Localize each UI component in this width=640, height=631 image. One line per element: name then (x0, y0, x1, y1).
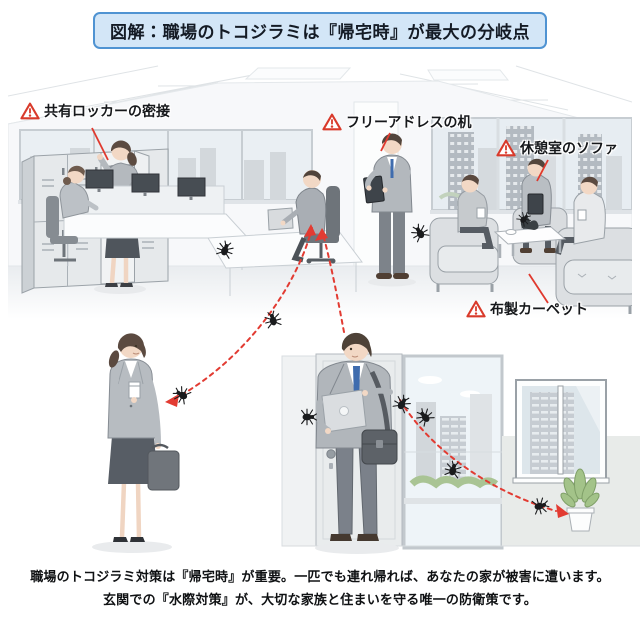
right-window (512, 379, 610, 484)
label-pointer-lines (91, 127, 549, 304)
title-banner: 図解：職場のトコジラミは『帰宅時』が最大の分岐点 (93, 12, 547, 49)
entry-wall (281, 355, 317, 547)
breakroom-person-left (457, 174, 494, 249)
street-scene-art (92, 332, 640, 554)
warning-shared-locker: 共有ロッカーの密接 (20, 101, 170, 121)
warning-label-text: 休憩室のソファ (520, 141, 618, 157)
caption: 職場のトコジラミ対策は『帰宅時』が重要。一匹でも連れ帰れば、あなたの家が被害に遭… (0, 566, 640, 613)
warning-label-text: フリーアドレスの机 (346, 115, 472, 131)
glass-partition (402, 354, 504, 550)
seated-woman (46, 165, 99, 262)
caption-line-1: 職場のトコジラミ対策は『帰宅時』が重要。一匹でも連れ帰れば、あなたの家が被害に遭… (30, 570, 610, 585)
monitor (85, 169, 206, 197)
returning-man (315, 332, 399, 554)
potted-plant (560, 468, 600, 532)
ceiling (8, 65, 632, 133)
breakroom-armchair-left (429, 217, 499, 292)
warning-label-text: 布製カーペット (490, 302, 588, 318)
warning-triangle-icon (20, 102, 40, 120)
coffee-table (493, 217, 567, 258)
warning-label-text: 共有ロッカーの密接 (44, 104, 170, 120)
page-title: 図解：職場のトコジラミは『帰宅時』が最大の分岐点 (110, 23, 530, 43)
warning-breakroom-sofa: 休憩室のソファ (496, 138, 618, 158)
warning-triangle-icon (322, 113, 342, 131)
warning-triangle-icon (496, 139, 516, 157)
street-scene (0, 332, 640, 560)
returning-woman (92, 333, 180, 553)
breakroom (429, 158, 632, 314)
warning-free-address-desk: フリーアドレスの机 (322, 112, 471, 132)
caption-line-2: 玄関での『水際対策』が、大切な家族と住まいを守る唯一の防衛策です。 (102, 593, 538, 609)
warning-triangle-icon (466, 300, 486, 318)
warning-fabric-carpet: 布製カーペット (466, 299, 588, 319)
